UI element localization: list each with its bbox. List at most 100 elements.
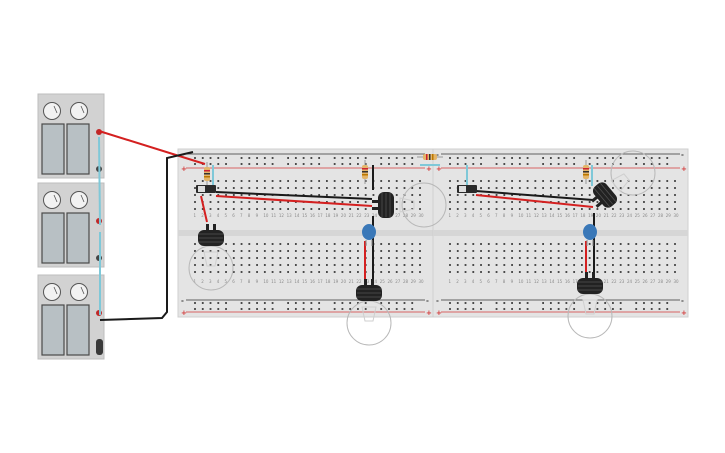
svg-text:22: 22 — [611, 213, 617, 218]
svg-text:19: 19 — [588, 213, 594, 218]
svg-text:2: 2 — [201, 213, 204, 218]
svg-text:17: 17 — [318, 279, 324, 284]
wire-black-switch-right[interactable] — [475, 190, 594, 201]
svg-text:19: 19 — [333, 213, 339, 218]
svg-text:4: 4 — [472, 279, 475, 284]
svg-text:11: 11 — [271, 279, 277, 284]
lamp-center-bottom[interactable] — [346, 279, 392, 346]
resistor-2[interactable] — [362, 160, 368, 184]
svg-text:30: 30 — [419, 279, 425, 284]
svg-text:19: 19 — [333, 279, 339, 284]
wire-red-supply[interactable] — [98, 130, 206, 165]
svg-text:-: - — [681, 297, 684, 305]
svg-text:+: + — [681, 165, 687, 173]
svg-text:12: 12 — [279, 213, 285, 218]
svg-text:27: 27 — [650, 279, 656, 284]
svg-text:14: 14 — [294, 213, 300, 218]
svg-text:24: 24 — [372, 279, 378, 284]
svg-text:26: 26 — [642, 213, 648, 218]
svg-text:2: 2 — [201, 279, 204, 284]
svg-text:6: 6 — [487, 213, 490, 218]
svg-text:15: 15 — [557, 279, 563, 284]
svg-text:24: 24 — [372, 213, 378, 218]
lamp-left[interactable] — [188, 224, 234, 291]
svg-text:-: - — [436, 151, 439, 159]
svg-text:5: 5 — [225, 213, 228, 218]
svg-text:5: 5 — [225, 279, 228, 284]
svg-text:1: 1 — [449, 279, 452, 284]
capacitor-left[interactable] — [362, 224, 376, 246]
svg-text:15: 15 — [302, 279, 308, 284]
battery-pack-2[interactable] — [37, 182, 105, 268]
svg-text:14: 14 — [549, 213, 555, 218]
svg-text:15: 15 — [302, 213, 308, 218]
svg-text:22: 22 — [356, 279, 362, 284]
svg-text:5: 5 — [480, 213, 483, 218]
wire-red-lamp-left[interactable] — [200, 195, 208, 223]
svg-text:9: 9 — [256, 279, 259, 284]
svg-text:11: 11 — [526, 279, 532, 284]
battery-pack-3[interactable] — [37, 274, 105, 360]
svg-text:29: 29 — [666, 279, 672, 284]
wires — [98, 130, 595, 321]
svg-text:17: 17 — [318, 213, 324, 218]
resistor-3[interactable] — [417, 154, 443, 160]
svg-text:27: 27 — [650, 213, 656, 218]
svg-text:21: 21 — [604, 213, 610, 218]
lamp-right-bottom[interactable] — [567, 272, 613, 339]
wire-black-switch-left[interactable] — [215, 191, 373, 200]
svg-text:30: 30 — [674, 213, 680, 218]
svg-text:26: 26 — [387, 279, 393, 284]
svg-text:21: 21 — [604, 279, 610, 284]
wire-blue-battery-link-1[interactable] — [98, 136, 101, 226]
svg-text:+: + — [436, 165, 442, 173]
svg-text:20: 20 — [341, 213, 347, 218]
svg-text:18: 18 — [580, 213, 586, 218]
capacitor-right[interactable] — [583, 224, 597, 246]
svg-text:3: 3 — [464, 279, 467, 284]
svg-text:13: 13 — [542, 213, 548, 218]
svg-text:4: 4 — [217, 279, 220, 284]
svg-text:8: 8 — [503, 279, 506, 284]
svg-text:8: 8 — [248, 279, 251, 284]
svg-text:6: 6 — [487, 279, 490, 284]
svg-text:2: 2 — [456, 213, 459, 218]
slide-switch-right[interactable] — [457, 185, 477, 193]
svg-text:1: 1 — [194, 213, 197, 218]
lamp-right-top[interactable] — [586, 150, 656, 214]
wire-red-switch-right[interactable] — [475, 194, 594, 208]
svg-text:22: 22 — [611, 279, 617, 284]
lamp-center-top[interactable] — [372, 182, 447, 228]
svg-text:7: 7 — [240, 213, 243, 218]
svg-text:+: + — [181, 165, 187, 173]
svg-text:25: 25 — [380, 279, 386, 284]
slide-switch-left[interactable] — [196, 185, 216, 193]
svg-text:11: 11 — [271, 213, 277, 218]
battery-pack-1[interactable] — [37, 93, 105, 179]
resistor-1[interactable] — [204, 162, 210, 186]
svg-text:24: 24 — [627, 279, 633, 284]
svg-text:10: 10 — [263, 279, 269, 284]
svg-text:+: + — [436, 309, 442, 317]
wire-black-ground[interactable] — [99, 151, 194, 321]
svg-text:17: 17 — [573, 213, 579, 218]
svg-text:12: 12 — [534, 279, 540, 284]
svg-text:9: 9 — [511, 213, 514, 218]
svg-text:-: - — [681, 151, 684, 159]
svg-text:+: + — [426, 309, 432, 317]
resistor-4[interactable] — [583, 160, 589, 184]
svg-text:11: 11 — [526, 213, 532, 218]
svg-text:13: 13 — [287, 213, 293, 218]
svg-text:-: - — [436, 297, 439, 305]
svg-text:30: 30 — [674, 279, 680, 284]
svg-text:7: 7 — [495, 279, 498, 284]
svg-text:18: 18 — [325, 213, 331, 218]
svg-text:21: 21 — [349, 213, 355, 218]
svg-text:13: 13 — [542, 279, 548, 284]
svg-text:17: 17 — [573, 279, 579, 284]
svg-text:18: 18 — [325, 279, 331, 284]
wire-red-switch-left[interactable] — [215, 195, 373, 207]
svg-text:-: - — [181, 297, 184, 305]
